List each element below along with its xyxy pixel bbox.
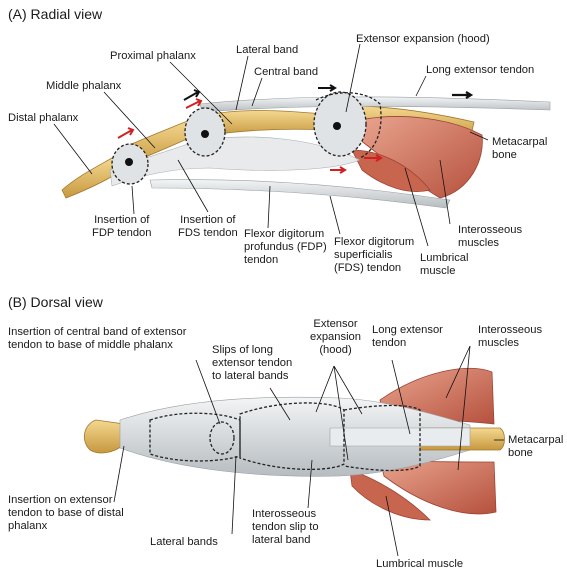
long-extensor-tendon-b [330,428,470,446]
label-lumbrical-muscle-a: Lumbrical muscle [420,252,469,278]
label-central-band-a: Central band [254,66,318,79]
arrow-icon [186,99,201,108]
label-fds-tendon: Flexor digitorum superficialis (FDS) ten… [334,236,414,275]
label-long-extensor-tendon-b: Long extensor tendon [372,324,443,350]
arrow-icon [330,167,345,173]
label-lumbrical-muscle-b: Lumbrical muscle [376,558,463,571]
panel-a-title: (A) Radial view [8,6,102,22]
label-long-extensor-tendon-a: Long extensor tendon [426,64,534,77]
label-slips-long-extensor: Slips of long extensor tendon to lateral… [212,344,292,383]
dip-axis-dot [125,158,133,166]
label-metacarpal-bone-b: Metacarpal bone [508,434,563,460]
label-interosseous-slip: Interosseous tendon slip to lateral band [252,508,319,547]
label-extensor-expansion-a: Extensor expansion (hood) [356,33,490,46]
arrow-icon [318,85,335,91]
distal-phalanx-tip [84,420,124,453]
pip-axis-dot [201,130,209,138]
label-distal-phalanx-a: Distal phalanx [8,112,78,125]
arrow-icon [118,128,133,138]
label-lateral-band-a: Lateral band [236,44,298,57]
label-insertion-fds: Insertion of FDS tendon [178,214,238,240]
label-interosseous-muscles-a: Interosseous muscles [458,224,522,250]
label-insertion-fdp: Insertion of FDP tendon [92,214,152,240]
label-interosseous-muscles-b: Interosseous muscles [478,324,542,350]
arrow-icon [452,92,471,98]
label-middle-phalanx-a: Middle phalanx [46,80,121,93]
panel-b-title: (B) Dorsal view [8,294,103,310]
label-insertion-central-band: Insertion of central band of extensor te… [8,326,187,352]
mcp-axis-dot [333,122,341,130]
label-fdp-tendon: Flexor digitorum profundus (FDP) tendon [244,228,327,267]
label-insertion-extensor-distal: Insertion on extensor tendon to base of … [8,494,124,533]
label-extensor-expansion-b: Extensor expansion (hood) [310,318,361,357]
label-metacarpal-bone-a: Metacarpal bone [492,136,547,162]
label-lateral-bands-b: Lateral bands [150,536,218,549]
label-proximal-phalanx-a: Proximal phalanx [110,50,196,63]
